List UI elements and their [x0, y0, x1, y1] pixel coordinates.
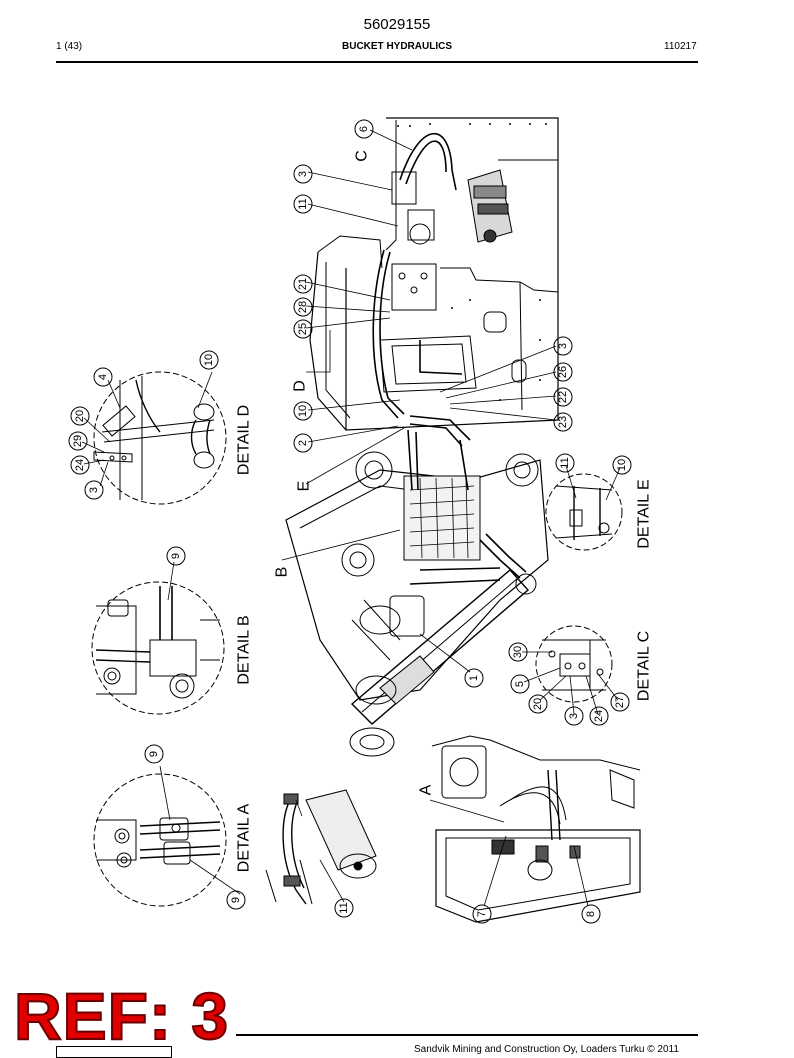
detail-c-label: DETAIL C [636, 631, 653, 701]
detail-a-view [93, 773, 227, 907]
loader-frame [309, 117, 559, 431]
pump-motor [467, 159, 558, 243]
leader-lines [81, 129, 621, 907]
detail-b-label: DETAIL B [236, 615, 253, 684]
callout: 22 [557, 391, 569, 403]
callout: 3 [297, 171, 309, 177]
callout: 21 [297, 278, 309, 290]
view-letter-c: C [354, 150, 371, 162]
callout: 10 [616, 459, 628, 471]
accumulator [265, 789, 377, 905]
callout: 9 [170, 553, 182, 559]
callout: 30 [512, 646, 524, 658]
document-number: 56029155 [363, 16, 431, 33]
callout: 20 [74, 410, 86, 422]
page-title: BUCKET HYDRAULICS [342, 41, 452, 52]
detail-labels: DETAIL D DETAIL B DETAIL A DETAIL E DETA… [236, 405, 653, 872]
callout: 24 [593, 710, 605, 722]
callout-circles [68, 119, 632, 924]
callout: 9 [230, 897, 242, 903]
callout: 3 [88, 487, 100, 493]
callout: 29 [72, 435, 84, 447]
callout: 8 [585, 911, 597, 917]
callout: 11 [559, 457, 571, 468]
callout: 9 [148, 751, 160, 757]
callout: 10 [297, 405, 309, 417]
callout: 3 [557, 343, 569, 349]
view-letter-e: E [296, 481, 313, 492]
frame-hoses [372, 132, 471, 447]
callout: 20 [532, 698, 544, 710]
detail-e-label: DETAIL E [636, 479, 653, 548]
view-letters: C D E B A [274, 150, 435, 795]
view-letter-b: B [274, 567, 291, 578]
boom-hoses [407, 429, 527, 579]
callout: 2 [297, 440, 309, 446]
callout: 10 [203, 354, 215, 366]
detail-c-view [535, 625, 613, 703]
document-code: 110217 [664, 41, 697, 52]
lower-frame [431, 735, 641, 923]
header-rule [56, 61, 698, 63]
footer-rule [236, 1034, 698, 1036]
callout: 28 [297, 301, 309, 313]
callout: 27 [614, 696, 626, 708]
callout: 6 [358, 126, 370, 132]
view-letter-a: A [418, 784, 435, 795]
callout: 11 [338, 902, 350, 913]
page-number: 1 (43) [56, 41, 83, 52]
callout: 11 [297, 198, 309, 209]
callout: 25 [297, 323, 309, 335]
view-letter-d: D [292, 380, 309, 392]
company-logo [56, 1046, 172, 1058]
callout: 1 [468, 675, 480, 681]
callout: 26 [557, 366, 569, 378]
callout: 3 [568, 713, 580, 719]
detail-d-label: DETAIL D [236, 405, 253, 475]
detail-d-view [93, 371, 227, 505]
callout: 4 [97, 374, 109, 380]
detail-e-view [545, 473, 623, 551]
detail-a-label: DETAIL A [236, 803, 253, 872]
callout: 24 [74, 459, 86, 471]
callout-numbers: 6 3 11 21 28 25 3 26 22 23 10 2 1 7 8 10… [72, 126, 628, 917]
frame-bolts [397, 123, 547, 401]
detail-b-view [91, 581, 225, 715]
callout: 23 [557, 416, 569, 428]
callout: 5 [514, 681, 526, 687]
tilt-cylinder [349, 567, 529, 757]
footer-copyright: Sandvik Mining and Construction Oy, Load… [414, 1044, 679, 1055]
ref-stamp: REF: 3 [13, 979, 230, 1053]
callout: 7 [476, 911, 488, 917]
